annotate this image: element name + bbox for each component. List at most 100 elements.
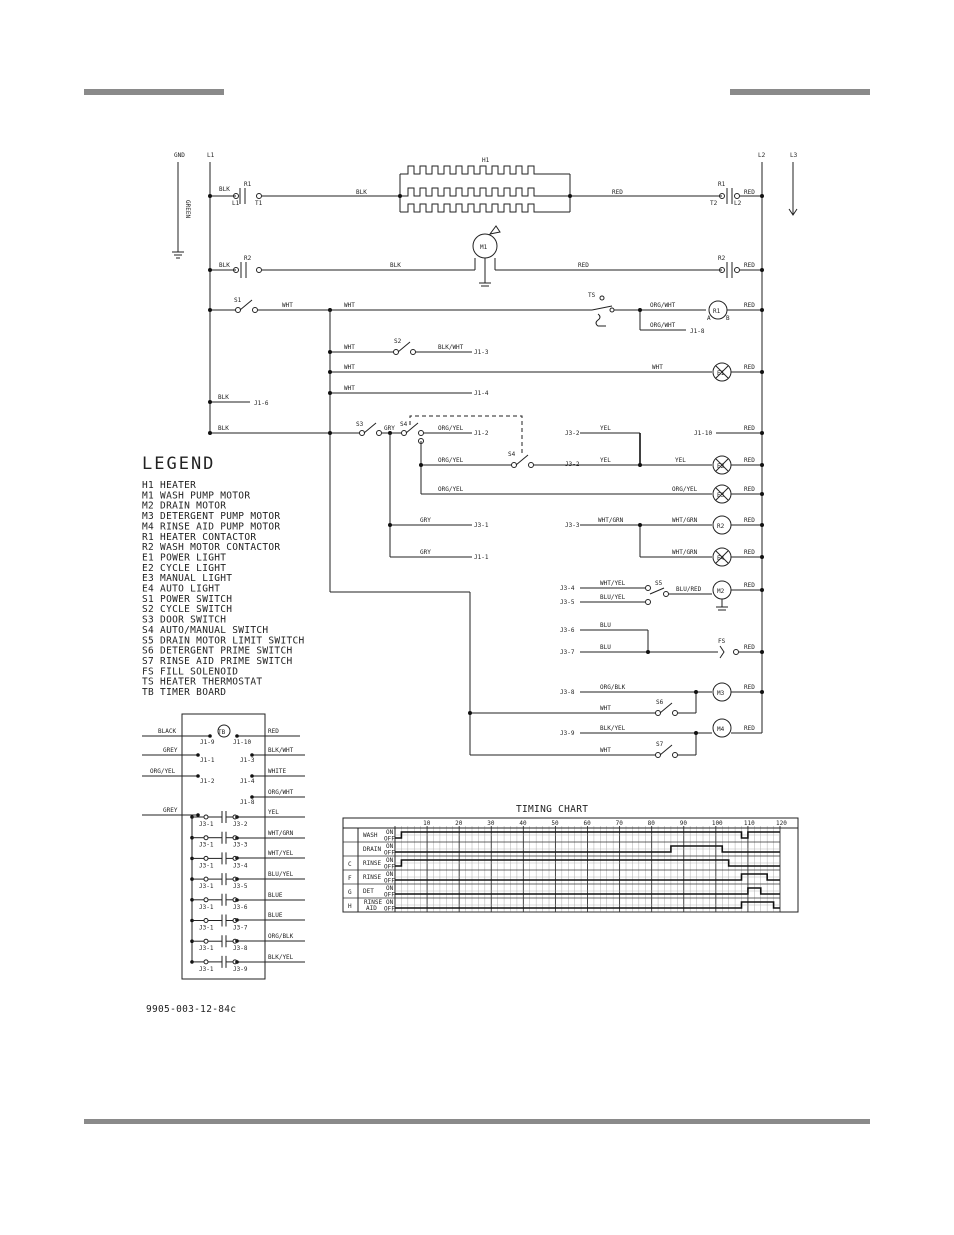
tb-right-pin: J1-8 [240,799,255,806]
svg-text:S6: S6 [656,699,664,706]
svg-text:RED: RED [744,582,755,589]
timing-on: ON [386,871,394,878]
svg-text:S2: S2 [394,338,402,345]
legend-item: S4 AUTO/MANUAL SWITCH [142,625,268,636]
legend-item: S5 DRAIN MOTOR LIMIT SWITCH [142,635,305,646]
heater-circuit: BLK R1 L1 T1 BLK H1 RED R1 T2 L2 [208,157,764,213]
svg-text:J1-10: J1-10 [694,430,712,437]
svg-text:WHT: WHT [344,302,355,309]
tb-left-pin: J1-1 [200,757,215,764]
svg-text:ORG/BLK: ORG/BLK [600,684,626,691]
tb-right-wire: ORG/WHT [268,789,294,796]
svg-text:J1-10: J1-10 [233,739,251,746]
legend-item: M3 DETERGENT PUMP MOTOR [142,511,280,522]
svg-text:RED: RED [612,189,623,196]
svg-text:S4: S4 [400,421,408,428]
timing-trace [395,873,780,881]
svg-text:GRY: GRY [420,517,431,524]
timing-trace [395,887,780,895]
tb-relay-pin: J3-8 [233,945,248,952]
svg-text:M2: M2 [717,588,725,595]
svg-text:J3-5: J3-5 [560,599,575,606]
svg-text:M3: M3 [717,690,725,697]
tb-right-wire: BLK/YEL [268,954,294,961]
timing-group: F [348,875,352,882]
svg-text:E3: E3 [717,492,725,499]
legend-item: M1 WASH PUMP MOTOR [142,490,250,501]
svg-text:B: B [726,315,730,322]
wash-pump-motor: M1 [472,225,501,287]
timing-row-name: AID [366,905,377,912]
legend-item: S7 RINSE AID PRIME SWITCH [142,656,293,667]
control-circuits: S1 WHT WHT TS ORG/WHT ORG/WHT J1-8 R1 A … [208,292,764,758]
timing-tick: 120 [776,820,787,827]
legend-item: TB TIMER BOARD [142,687,226,698]
svg-text:RED: RED [744,364,755,371]
svg-text:T1: T1 [255,200,263,207]
timing-on: ON [386,899,394,906]
legend-item: H1 HEATER [142,480,196,491]
heater-element [400,187,570,197]
tb-left-wire: GREY [163,747,178,754]
tb-right-wire: WHITE [268,768,286,775]
tb-right-wire: RED [268,728,279,735]
svg-text:ORG/WHT: ORG/WHT [650,322,676,329]
timing-chart-title: TIMING CHART [516,804,588,815]
svg-text:RED: RED [578,262,589,269]
contactor-r1-right: R1 T2 L2 [710,181,742,207]
svg-text:WHT/GRN: WHT/GRN [672,549,698,556]
tb-right-wire: BLK/WHT [268,747,294,754]
legend-item: R1 HEATER CONTACTOR [142,532,256,543]
legend-item: TS HEATER THERMOSTAT [142,677,262,688]
svg-text:J1-3: J1-3 [474,349,489,356]
svg-text:BLK: BLK [390,262,401,269]
svg-text:R1: R1 [244,181,252,188]
footer-bar [84,1119,870,1124]
legend-item: E1 POWER LIGHT [142,552,226,563]
timing-off: OFF [384,836,395,843]
legend-item: S6 DETERGENT PRIME SWITCH [142,646,293,657]
header-bar-right [730,89,870,95]
svg-text:WHT: WHT [600,705,611,712]
svg-text:RED: RED [744,517,755,524]
svg-text:S7: S7 [656,741,664,748]
tb-relay-pin: J3-7 [233,925,248,932]
green-label: GREEN [184,200,191,218]
tb-relay-pin: J3-5 [233,883,248,890]
timing-off: OFF [384,864,395,871]
svg-text:RED: RED [744,725,755,732]
tb-relay-pin: J3-1 [199,925,214,932]
tb-relay-pin: J3-3 [233,842,248,849]
header-bar-left [84,89,224,95]
timing-on: ON [386,857,394,864]
svg-text:BLK/YEL: BLK/YEL [600,725,626,732]
svg-text:BLK/WHT: BLK/WHT [438,344,464,351]
svg-text:S1: S1 [234,297,242,304]
tb-left-pin: J1-2 [200,778,215,785]
svg-text:FS: FS [718,638,726,645]
svg-text:J1-9: J1-9 [200,739,215,746]
timing-group: G [348,889,352,896]
timing-off: OFF [384,906,395,913]
svg-text:L1: L1 [232,200,240,207]
timing-off: OFF [384,892,395,899]
tb-left-wire: BLACK [158,728,176,735]
heater-label: H1 [482,157,490,164]
svg-text:ORG/YEL: ORG/YEL [438,425,464,432]
tb-right-wire: BLUE [268,892,283,899]
tb-left-wire: ORG/YEL [150,768,176,775]
svg-text:J3-6: J3-6 [560,627,575,634]
legend-item: E3 MANUAL LIGHT [142,573,232,584]
svg-text:A: A [707,315,711,322]
timing-on: ON [386,843,394,850]
tb-relay-pin: J3-6 [233,904,248,911]
svg-text:BLU: BLU [600,622,611,629]
svg-text:E2: E2 [717,463,725,470]
svg-text:RED: RED [744,262,755,269]
svg-text:E1: E1 [717,370,725,377]
svg-text:ORG/WHT: ORG/WHT [650,302,676,309]
timing-group: H [348,903,352,910]
timing-group: C [348,861,352,868]
